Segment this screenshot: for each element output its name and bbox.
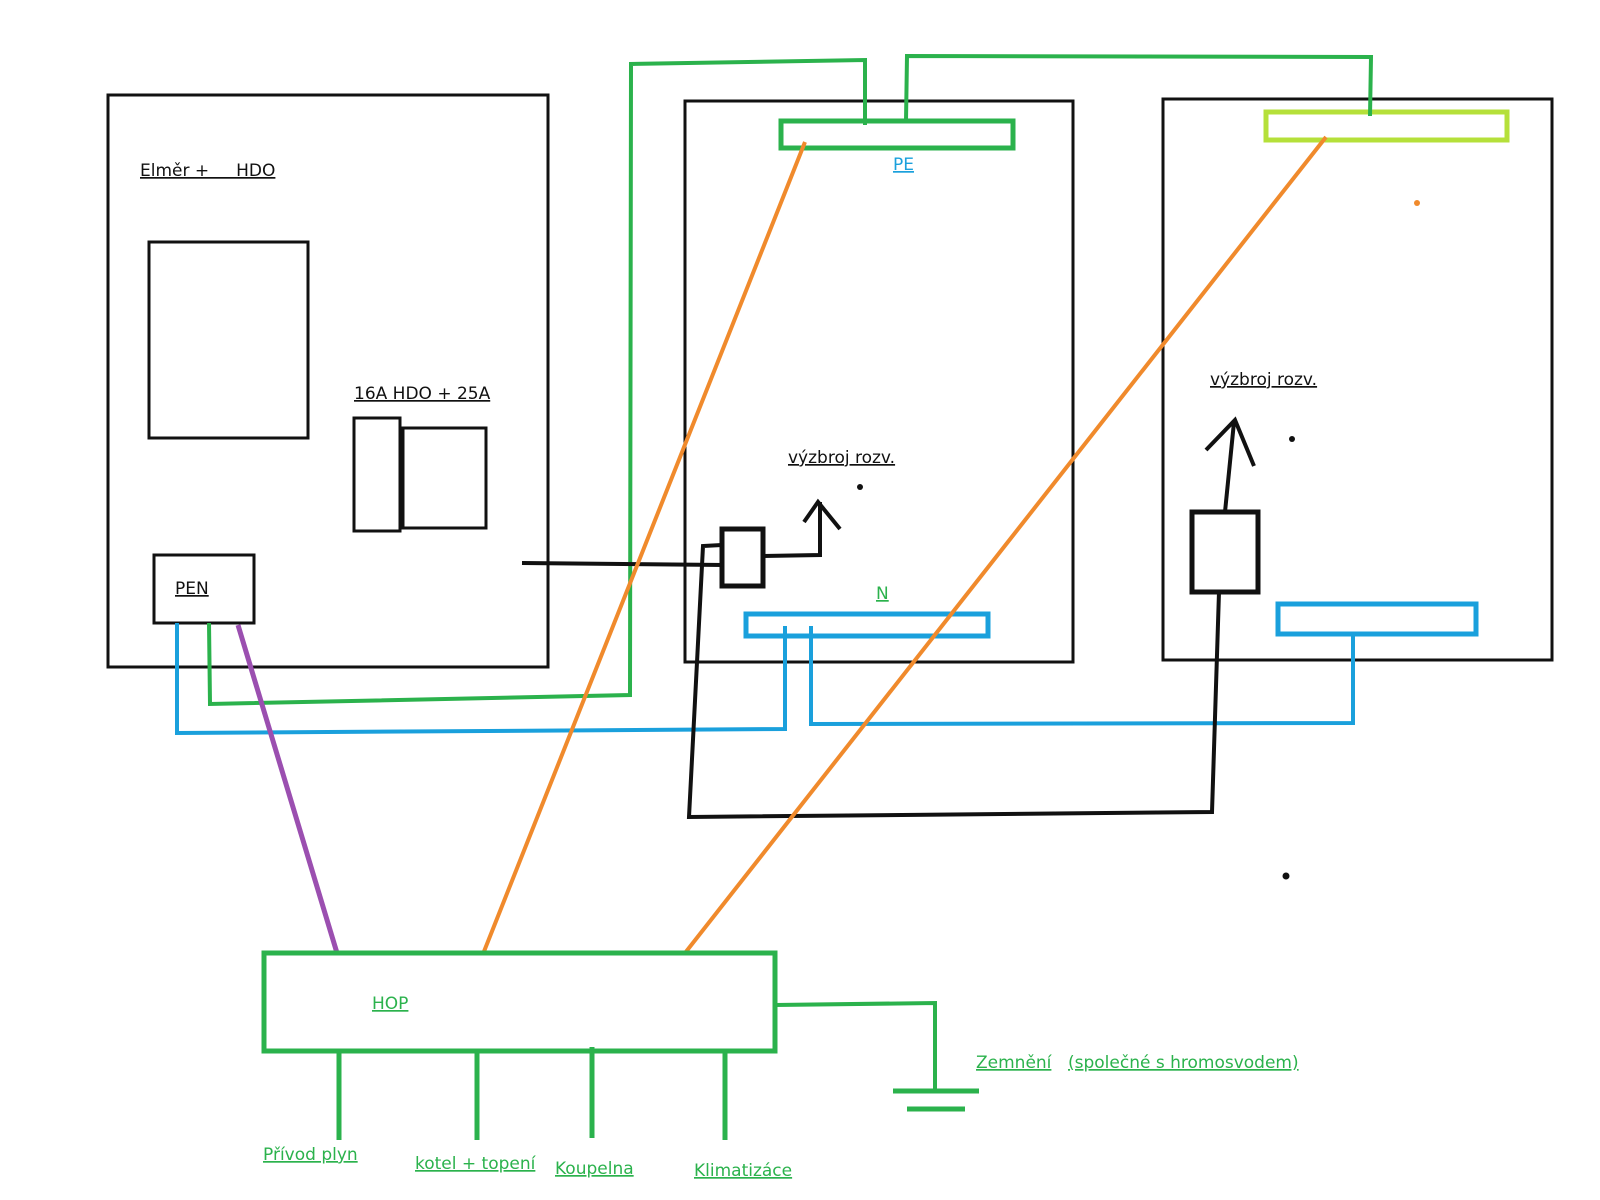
n-wire-middle-to-right: [809, 626, 1355, 727]
dot-right: [1289, 436, 1295, 442]
arrow-middle: [802, 498, 842, 531]
hop-label: HOP: [372, 994, 408, 1014]
arrow-right: [1204, 416, 1256, 467]
pe-label: PE: [893, 155, 914, 175]
phase-wire-to-right-board: [686, 543, 1221, 820]
meter-cabinet-label: Elměr + HDO: [140, 161, 275, 181]
bathroom-label: Koupelna: [555, 1159, 634, 1179]
phase-wire-middle-out: [762, 502, 822, 558]
n-busbar-middle: [743, 611, 991, 639]
distribution-board-middle: [683, 99, 1075, 664]
bonding-wire-to-middle-pe: [481, 141, 807, 955]
breaker-right: [1189, 509, 1261, 595]
n-busbar-right: [1275, 601, 1479, 637]
aircon-label: Klimatizáce: [694, 1161, 792, 1181]
hop-bar: [261, 950, 778, 1054]
meter-cabinet: [106, 93, 550, 669]
grounding-note: (společné s hromosvodem): [1068, 1053, 1299, 1073]
equipment-label-right: výzbroj rozv.: [1210, 370, 1317, 390]
breaker-main: [401, 426, 488, 530]
phase-wire-right-out: [1223, 421, 1236, 513]
pen-wire-to-hop: [235, 624, 340, 954]
distribution-board-right: [1161, 97, 1554, 662]
pe-busbar-middle: [778, 118, 1016, 151]
grounding-wire: [774, 1000, 937, 1089]
pen-label: PEN: [175, 579, 209, 599]
phase-wire-feed: [521, 561, 725, 567]
n-wire-meter-to-middle: [175, 623, 787, 736]
n-label: N: [876, 584, 889, 604]
electricity-meter: [147, 240, 310, 440]
gas-label: Přívod plyn: [263, 1145, 358, 1165]
pen-terminal: [152, 553, 256, 625]
dot-bottom: [1282, 872, 1290, 880]
boiler-label: kotel + topení: [415, 1154, 537, 1174]
pe-wire-meter-to-middle: [207, 57, 867, 707]
grounding-label: Zemnění: [976, 1053, 1053, 1073]
dot-middle: [857, 484, 863, 490]
bonding-wire-to-right-pe: [683, 135, 1328, 955]
breaker-hdo: [352, 416, 402, 533]
pe-wire-middle-to-right: [904, 53, 1374, 122]
dot-orange: [1414, 200, 1420, 206]
breaker-label: 16A HDO + 25A: [354, 384, 491, 404]
pe-busbar-right: [1263, 109, 1510, 143]
breaker-middle: [719, 526, 766, 589]
equipment-label-middle: výzbroj rozv.: [788, 448, 895, 468]
